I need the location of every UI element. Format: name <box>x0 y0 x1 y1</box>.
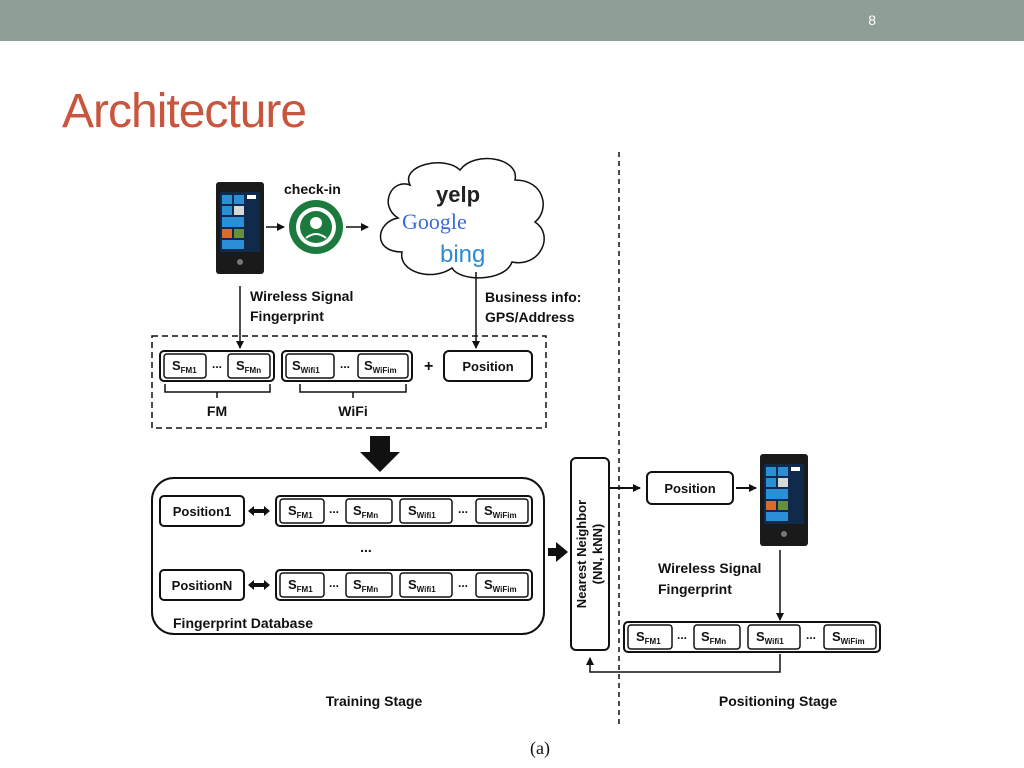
nearest-neighbor-label-line1: Nearest Neighbor <box>574 500 589 608</box>
slide-number: 8 <box>868 12 876 28</box>
positionn-label: PositionN <box>172 578 233 593</box>
ellipsis: ... <box>329 502 339 516</box>
db-row-1: SFM1 ... SFMn SWifi1 ... SWiFim <box>275 495 533 527</box>
wifi-label: WiFi <box>338 403 367 419</box>
signal-wifim: SWiFim <box>364 358 397 375</box>
fm-brace <box>164 384 271 393</box>
signal-fmn: SFMn <box>353 503 378 520</box>
ellipsis: ... <box>806 628 816 642</box>
signal-fm1: SFM1 <box>636 629 661 646</box>
business-info-label-line1: Business info: <box>485 289 581 305</box>
signal-fmn: SFMn <box>236 358 261 375</box>
training-stage-label: Training Stage <box>326 693 423 709</box>
signal-fmn: SFMn <box>701 629 726 646</box>
db-vertical-ellipsis: ... <box>360 539 372 555</box>
fingerprint-database-label: Fingerprint Database <box>173 615 313 631</box>
fm-label: FM <box>207 403 227 419</box>
db-row-n: SFM1 ... SFMn SWifi1 ... SWiFim <box>275 569 533 601</box>
positioning-stage-label: Positioning Stage <box>719 693 837 709</box>
double-arrow <box>248 580 270 590</box>
signal-fm1: SFM1 <box>288 503 313 520</box>
positionn-box <box>159 569 245 601</box>
phone-icon <box>216 182 264 274</box>
plus-sign: + <box>424 358 433 375</box>
ellipsis: ... <box>212 357 222 371</box>
nearest-neighbor-label-line2: (NN, kNN) <box>590 524 605 585</box>
position-box <box>443 350 533 382</box>
double-arrow <box>248 506 270 516</box>
position1-box <box>159 495 245 527</box>
training-record-box <box>151 335 547 429</box>
record-fm-group: SFM1 ... SFMn <box>159 350 275 382</box>
signal-wifim: SWiFim <box>484 503 517 520</box>
figure-caption: (a) <box>530 738 550 759</box>
positioning-fingerprint-label-line2: Fingerprint <box>658 581 732 597</box>
ellipsis: ... <box>458 576 468 590</box>
position1-label: Position1 <box>173 504 232 519</box>
google-logo: Google <box>402 209 467 234</box>
record-wifi-group: SWifi1 ... SWiFim <box>281 350 413 382</box>
phone-icon <box>760 454 808 546</box>
fingerprint-to-nn-arrow <box>586 654 781 673</box>
nearest-neighbor-box <box>570 457 610 651</box>
signal-fm1: SFM1 <box>172 358 197 375</box>
wifi-brace <box>299 384 407 393</box>
wireless-fingerprint-label-line1: Wireless Signal <box>250 288 353 304</box>
signal-wifim: SWiFim <box>832 629 865 646</box>
ellipsis: ... <box>329 576 339 590</box>
big-down-arrow <box>360 436 400 472</box>
positioning-fingerprint-label-line1: Wireless Signal <box>658 560 761 576</box>
cloud-shape <box>379 157 545 279</box>
signal-wifi1: SWifi1 <box>408 577 436 594</box>
top-bar <box>0 0 1024 41</box>
yelp-logo: yelp <box>436 182 480 207</box>
starbucks-logo-icon <box>289 200 343 254</box>
signal-fm1: SFM1 <box>288 577 313 594</box>
signal-wifi1: SWifi1 <box>292 358 320 375</box>
business-info-label-line2: GPS/Address <box>485 309 575 325</box>
position-label: Position <box>462 359 513 374</box>
bing-logo: bing <box>440 241 485 268</box>
signal-wifi1: SWifi1 <box>408 503 436 520</box>
ellipsis: ... <box>677 628 687 642</box>
signal-fmn: SFMn <box>353 577 378 594</box>
signal-wifi1: SWifi1 <box>756 629 784 646</box>
ellipsis: ... <box>340 357 350 371</box>
positioning-position-box <box>646 471 734 505</box>
wireless-fingerprint-label-line2: Fingerprint <box>250 308 324 324</box>
signal-wifim: SWiFim <box>484 577 517 594</box>
db-to-nn-arrow <box>548 542 568 562</box>
ellipsis: ... <box>458 502 468 516</box>
positioning-fingerprint-row: SFM1 ... SFMn SWifi1 ... SWiFim <box>623 621 881 653</box>
positioning-position-label: Position <box>664 481 715 496</box>
slide-title: Architecture <box>62 85 307 138</box>
checkin-label: check-in <box>284 181 341 197</box>
